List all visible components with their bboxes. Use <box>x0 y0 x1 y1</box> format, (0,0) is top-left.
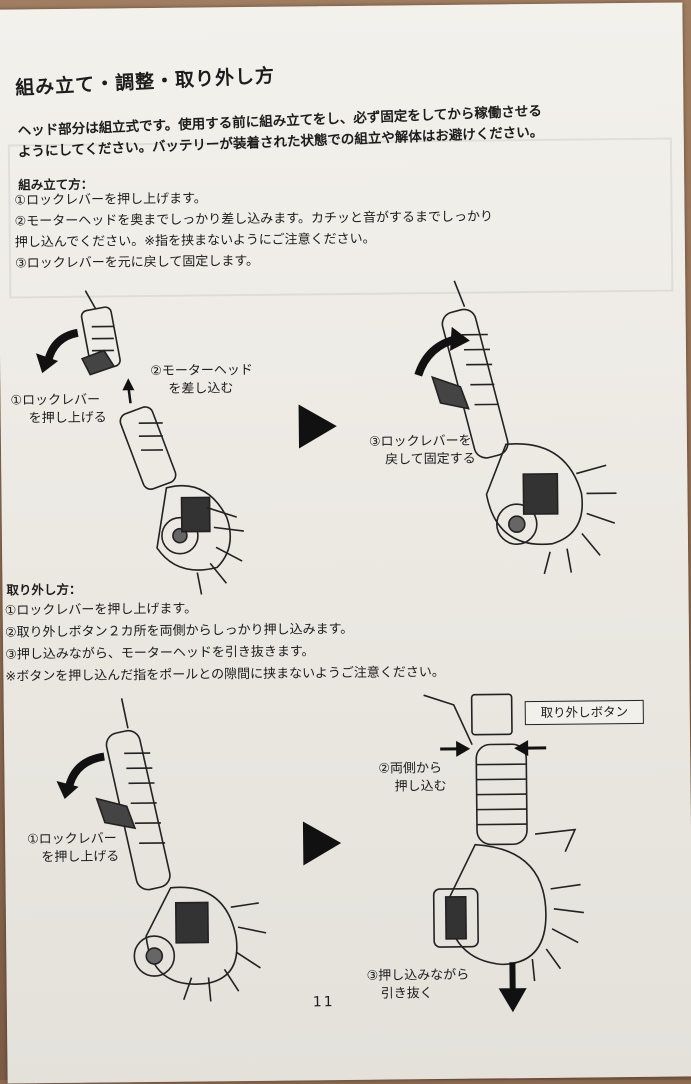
caption-lever-up-1: ①ロックレバー <box>10 392 100 411</box>
page-number: 11 <box>313 994 335 1010</box>
removal-heading: 取り外し方： <box>6 579 81 599</box>
caption-lever-back-2: 戻して固定する <box>385 451 476 470</box>
rotate-arrow-bottom-icon <box>68 757 104 789</box>
caption-pull-1: ③押し込みながら <box>366 967 469 986</box>
caption-lever-up-2: を押し上げる <box>29 409 107 428</box>
caption-removal-lever-1: ①ロックレバー <box>27 830 117 849</box>
caption-press-2: 押し込む <box>394 778 446 797</box>
caption-removal-lever-2: を押し上げる <box>41 848 119 867</box>
caption-pull-2: 引き抜く <box>381 985 433 1004</box>
rotate-arrow-right-head-icon <box>450 327 470 351</box>
up-arrow-head-icon <box>122 378 134 390</box>
removal-step-2: ②取り外しボタン２カ所を両側からしっかり押し込みます。 <box>5 618 354 641</box>
caption-insert-head-2: を差し込む <box>168 380 233 399</box>
caption-insert-head-1: ②モーターヘッド <box>150 362 253 381</box>
release-button-label: 取り外しボタン <box>525 700 644 725</box>
down-arrow-head-icon <box>499 988 527 1012</box>
trimmer-head-right-bottom <box>424 694 585 983</box>
rotate-arrow-icon <box>48 333 78 361</box>
trimmer-head-left-top <box>80 289 244 596</box>
caption-press-1: ②両側から <box>378 760 442 779</box>
trimmer-head-right-top <box>431 279 617 575</box>
next-triangle-icon <box>299 404 337 448</box>
removal-step-1: ①ロックレバーを押し上げます。 <box>5 598 198 619</box>
press-arrow-right-icon <box>514 740 528 756</box>
trimmer-head-left-bottom <box>96 697 267 1003</box>
caption-lever-back-1: ③ロックレバーを <box>369 433 472 452</box>
press-arrow-left-icon <box>456 741 470 757</box>
next-triangle-icon-2 <box>303 821 341 865</box>
removal-step-3: ③押し込みながら、モーターヘッドを引き抜きます。 <box>5 640 315 662</box>
